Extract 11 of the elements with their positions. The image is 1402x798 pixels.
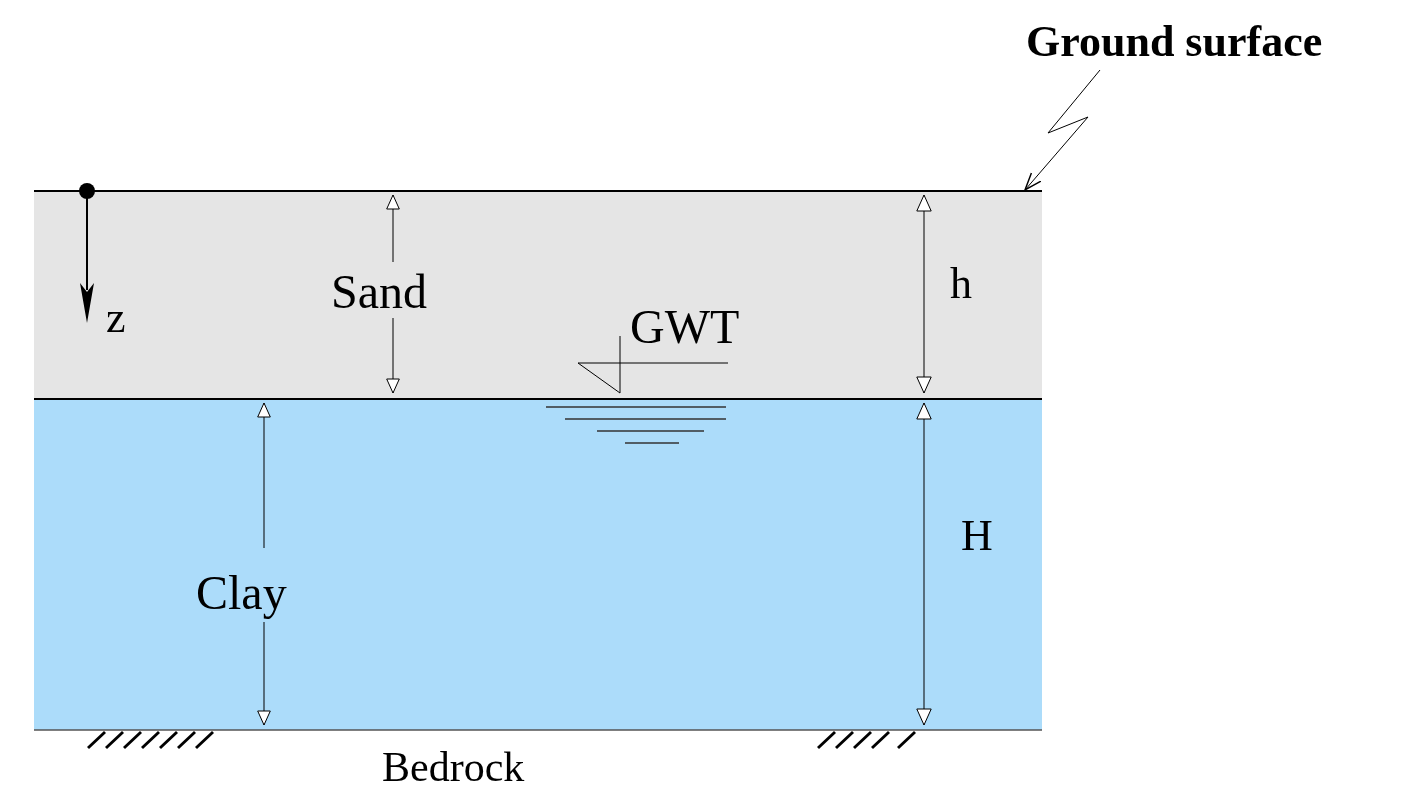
- bedrock-label: Bedrock: [382, 746, 525, 788]
- clay-layer: [34, 398, 1042, 730]
- dimension-label: H: [961, 514, 993, 558]
- water-table-label: GWT: [630, 303, 740, 351]
- dimension-label: h: [950, 262, 972, 306]
- callout-label: Ground surface: [1026, 20, 1323, 64]
- layer-label: Clay: [196, 569, 287, 617]
- leader-line: [1024, 69, 1101, 191]
- axis-label: z: [106, 296, 126, 340]
- sand-layer: [34, 190, 1042, 398]
- layer-label: Sand: [331, 268, 427, 316]
